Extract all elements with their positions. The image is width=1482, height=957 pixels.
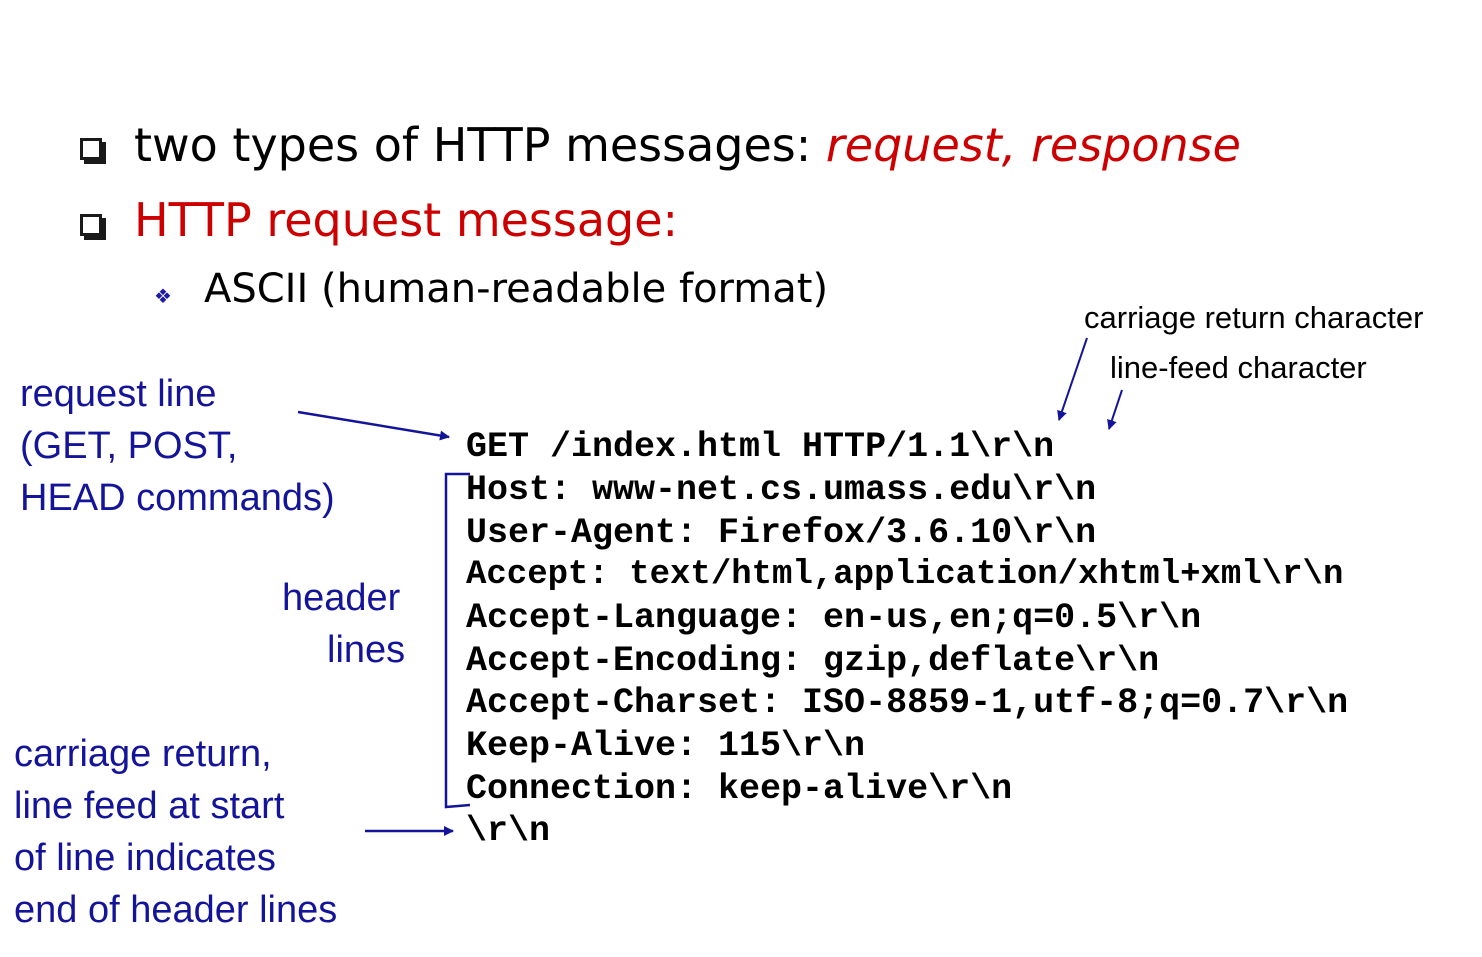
- request-line-label-1: request line: [20, 373, 217, 415]
- cr-character-label: carriage return character: [1084, 300, 1424, 335]
- header-host: Host: www-net.cs.umass.edu\r\n: [466, 470, 1097, 510]
- header-accept-language: Accept-Language: en-us,en;q=0.5\r\n: [466, 598, 1202, 638]
- header-accept: Accept: text/html,application/xhtml+xml\…: [466, 556, 1344, 594]
- request-line-code: GET /index.html HTTP/1.1\r\n: [466, 427, 1055, 467]
- header-keep-alive: Keep-Alive: 115\r\n: [466, 726, 866, 766]
- highlight-request-response: request, response: [825, 118, 1241, 172]
- header-lines-label-2: lines: [327, 629, 406, 671]
- lf-arrow: [1107, 389, 1123, 430]
- request-line-label-3: HEAD commands): [20, 477, 335, 519]
- bullet-box-2: [80, 214, 102, 236]
- header-connection: Connection: keep-alive\r\n: [466, 769, 1013, 809]
- bullet-line-request-message: HTTP request message:: [134, 193, 679, 247]
- request-line-arrow: [297, 410, 450, 441]
- header-lines-bracket: [444, 472, 471, 809]
- lf-character-label: line-feed character: [1110, 350, 1367, 385]
- diamond-bullet-icon: ❖: [154, 284, 172, 308]
- header-user-agent: User-Agent: Firefox/3.6.10\r\n: [466, 513, 1097, 553]
- bullet-line-message-types: two types of HTTP messages: request, res…: [134, 118, 1241, 172]
- end-note-line-2: line feed at start: [14, 785, 285, 827]
- sub-bullet-ascii: ASCII (human-readable format): [204, 266, 829, 312]
- blank-line-crlf: \r\n: [466, 811, 551, 851]
- header-lines-label-1: header: [282, 577, 401, 619]
- header-accept-encoding: Accept-Encoding: gzip,deflate\r\n: [466, 641, 1160, 681]
- request-line-label-2: (GET, POST,: [20, 425, 238, 467]
- cr-arrow: [1057, 337, 1088, 421]
- bullet-box-1: [80, 138, 102, 160]
- end-note-line-3: of line indicates: [14, 837, 276, 879]
- end-note-line-1: carriage return,: [14, 733, 272, 775]
- header-accept-charset: Accept-Charset: ISO-8859-1,utf-8;q=0.7\r…: [466, 683, 1349, 723]
- end-note-line-4: end of header lines: [14, 889, 338, 931]
